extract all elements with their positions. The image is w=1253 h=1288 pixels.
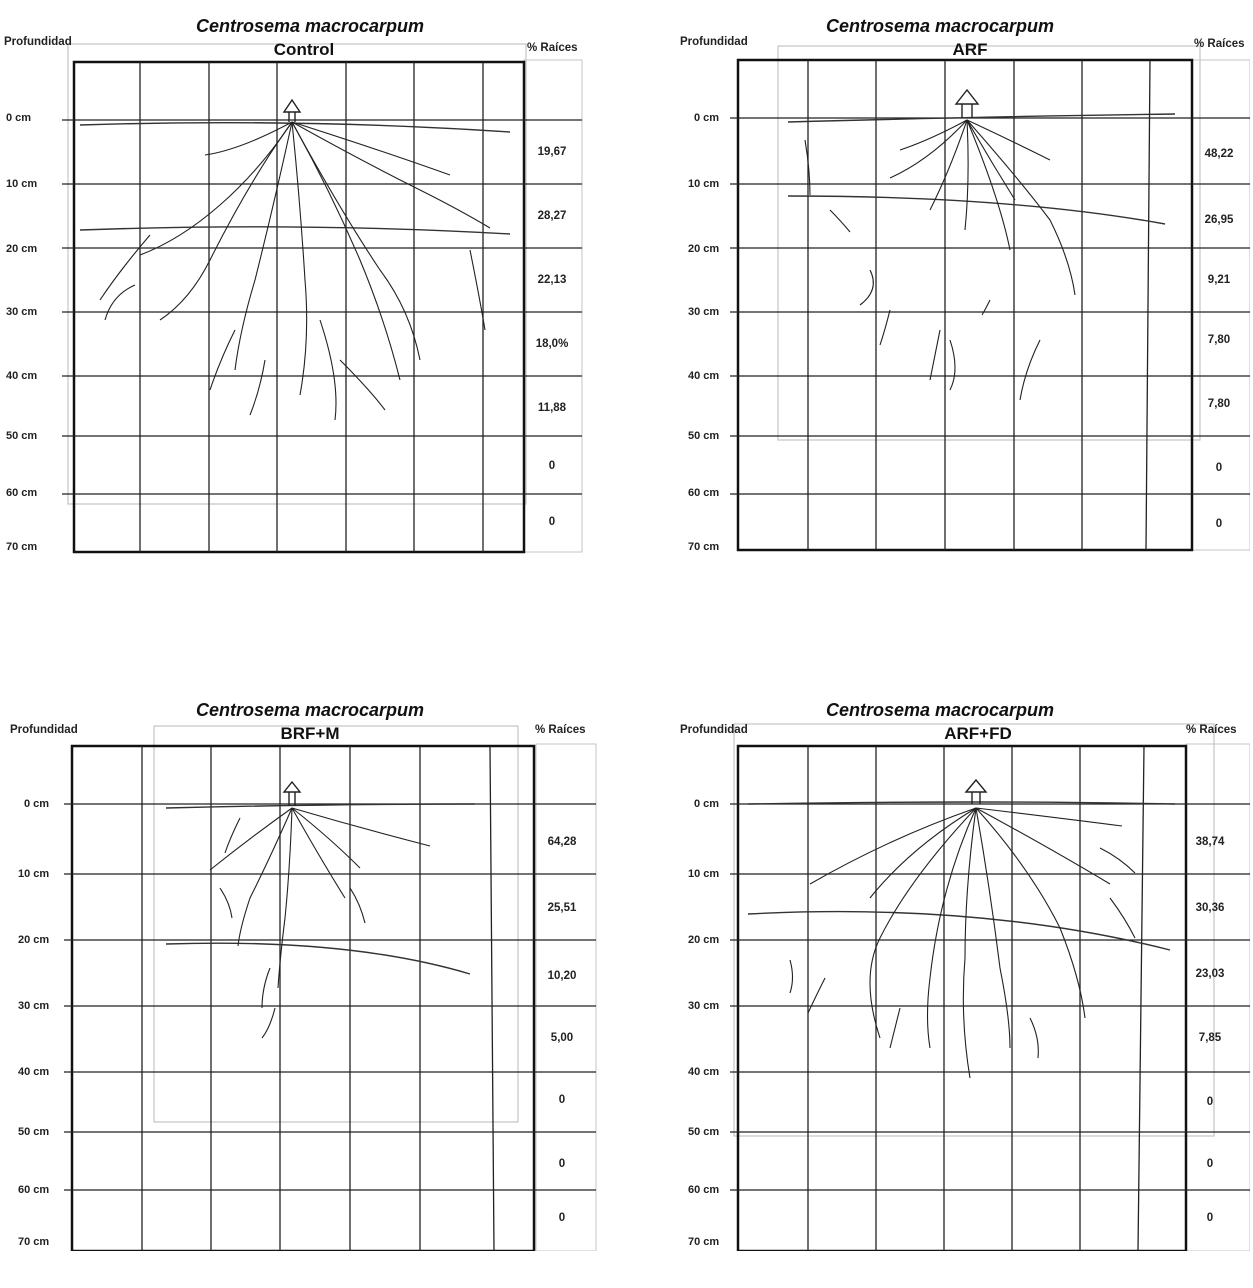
depth-label: 60 cm <box>688 1184 720 1196</box>
roots-percent-value: 22,13 <box>537 274 567 286</box>
depth-label: 60 cm <box>6 487 38 499</box>
depth-label: 40 cm <box>6 370 38 382</box>
depth-label: 30 cm <box>688 1000 720 1012</box>
depth-label: 20 cm <box>18 934 50 946</box>
roots-percent-value: 0 <box>1215 518 1223 530</box>
depth-label: 40 cm <box>18 1066 50 1078</box>
roots-percent-value: 0 <box>1215 462 1223 474</box>
roots-percent-value: 10,20 <box>547 970 577 982</box>
roots-percent-value: 26,95 <box>1204 214 1234 226</box>
depth-axis-header: Profundidad <box>680 36 748 48</box>
roots-percent-value: 11,88 <box>537 402 567 414</box>
roots-percent-value: 0 <box>558 1094 566 1106</box>
depth-label: 30 cm <box>688 306 720 318</box>
roots-percent-value: 0 <box>558 1158 566 1170</box>
root-grid-diagram <box>64 725 597 1251</box>
treatment-label: ARF+FD <box>944 724 1012 743</box>
roots-percent-value: 5,00 <box>550 1032 574 1044</box>
roots-percent-value: 0 <box>1206 1158 1214 1170</box>
depth-label: 50 cm <box>688 430 720 442</box>
panel-arf: Centrosema macrocarpum ARF Profundidad %… <box>630 0 1250 600</box>
depth-label: 0 cm <box>24 798 50 810</box>
depth-axis-header: Profundidad <box>10 724 78 736</box>
roots-percent-value: 30,36 <box>1195 902 1225 914</box>
depth-label: 30 cm <box>6 306 38 318</box>
roots-percent-value: 0 <box>1206 1096 1214 1108</box>
depth-label: 20 cm <box>6 243 38 255</box>
roots-percent-header: % Raíces <box>527 42 578 54</box>
depth-label: 70 cm <box>688 1236 720 1248</box>
roots-percent-header: % Raíces <box>1194 38 1245 50</box>
root-grid-diagram <box>62 43 583 554</box>
roots-percent-value: 0 <box>548 516 556 528</box>
depth-label: 70 cm <box>6 541 38 553</box>
depth-label: 10 cm <box>688 868 720 880</box>
depth-label: 70 cm <box>688 541 720 553</box>
depth-axis-header: Profundidad <box>4 36 72 48</box>
roots-percent-value: 25,51 <box>547 902 577 914</box>
depth-label: 30 cm <box>18 1000 50 1012</box>
roots-percent-header: % Raíces <box>1186 724 1237 736</box>
roots-percent-value: 64,28 <box>547 836 577 848</box>
panel-brf-m: Centrosema macrocarpum BRF+M Profundidad… <box>0 688 620 1288</box>
depth-label: 60 cm <box>688 487 720 499</box>
roots-percent-value: 19,67 <box>537 146 567 158</box>
depth-label: 10 cm <box>688 178 720 190</box>
species-title: Centrosema macrocarpum <box>825 16 1055 36</box>
depth-axis-header: Profundidad <box>680 724 748 736</box>
depth-label: 10 cm <box>6 178 38 190</box>
roots-percent-value: 0 <box>1206 1212 1214 1224</box>
roots-percent-value: 38,74 <box>1195 836 1225 848</box>
depth-label: 60 cm <box>18 1184 50 1196</box>
depth-label: 0 cm <box>694 112 720 124</box>
treatment-label: ARF <box>952 40 988 59</box>
treatment-label: BRF+M <box>280 724 340 743</box>
depth-label: 0 cm <box>6 112 32 124</box>
depth-label: 50 cm <box>18 1126 50 1138</box>
roots-percent-value: 9,21 <box>1207 274 1231 286</box>
depth-label: 50 cm <box>688 1126 720 1138</box>
species-title: Centrosema macrocarpum <box>195 16 425 36</box>
depth-label: 20 cm <box>688 934 720 946</box>
treatment-label: Control <box>273 40 335 59</box>
roots-percent-value: 28,27 <box>537 210 567 222</box>
depth-label: 70 cm <box>18 1236 50 1248</box>
depth-label: 50 cm <box>6 430 38 442</box>
roots-percent-value: 48,22 <box>1204 148 1234 160</box>
roots-percent-value: 7,80 <box>1207 398 1231 410</box>
depth-label: 20 cm <box>688 243 720 255</box>
roots-percent-header: % Raíces <box>535 724 586 736</box>
depth-label: 10 cm <box>18 868 50 880</box>
root-grid-diagram <box>730 45 1250 552</box>
panel-control: Centrosema macrocarpum Control Profundid… <box>0 0 620 600</box>
species-title: Centrosema macrocarpum <box>825 700 1055 720</box>
roots-percent-value: 18,0% <box>535 338 569 350</box>
roots-percent-value: 0 <box>558 1212 566 1224</box>
roots-percent-value: 7,80 <box>1207 334 1231 346</box>
depth-label: 0 cm <box>694 798 720 810</box>
panel-arf-fd: Centrosema macrocarpum ARF+FD Profundida… <box>630 688 1250 1288</box>
root-grid-diagram <box>730 723 1250 1251</box>
depth-label: 40 cm <box>688 370 720 382</box>
roots-percent-value: 0 <box>548 460 556 472</box>
depth-label: 40 cm <box>688 1066 720 1078</box>
species-title: Centrosema macrocarpum <box>195 700 425 720</box>
roots-percent-value: 23,03 <box>1195 968 1225 980</box>
roots-percent-value: 7,85 <box>1198 1032 1222 1044</box>
